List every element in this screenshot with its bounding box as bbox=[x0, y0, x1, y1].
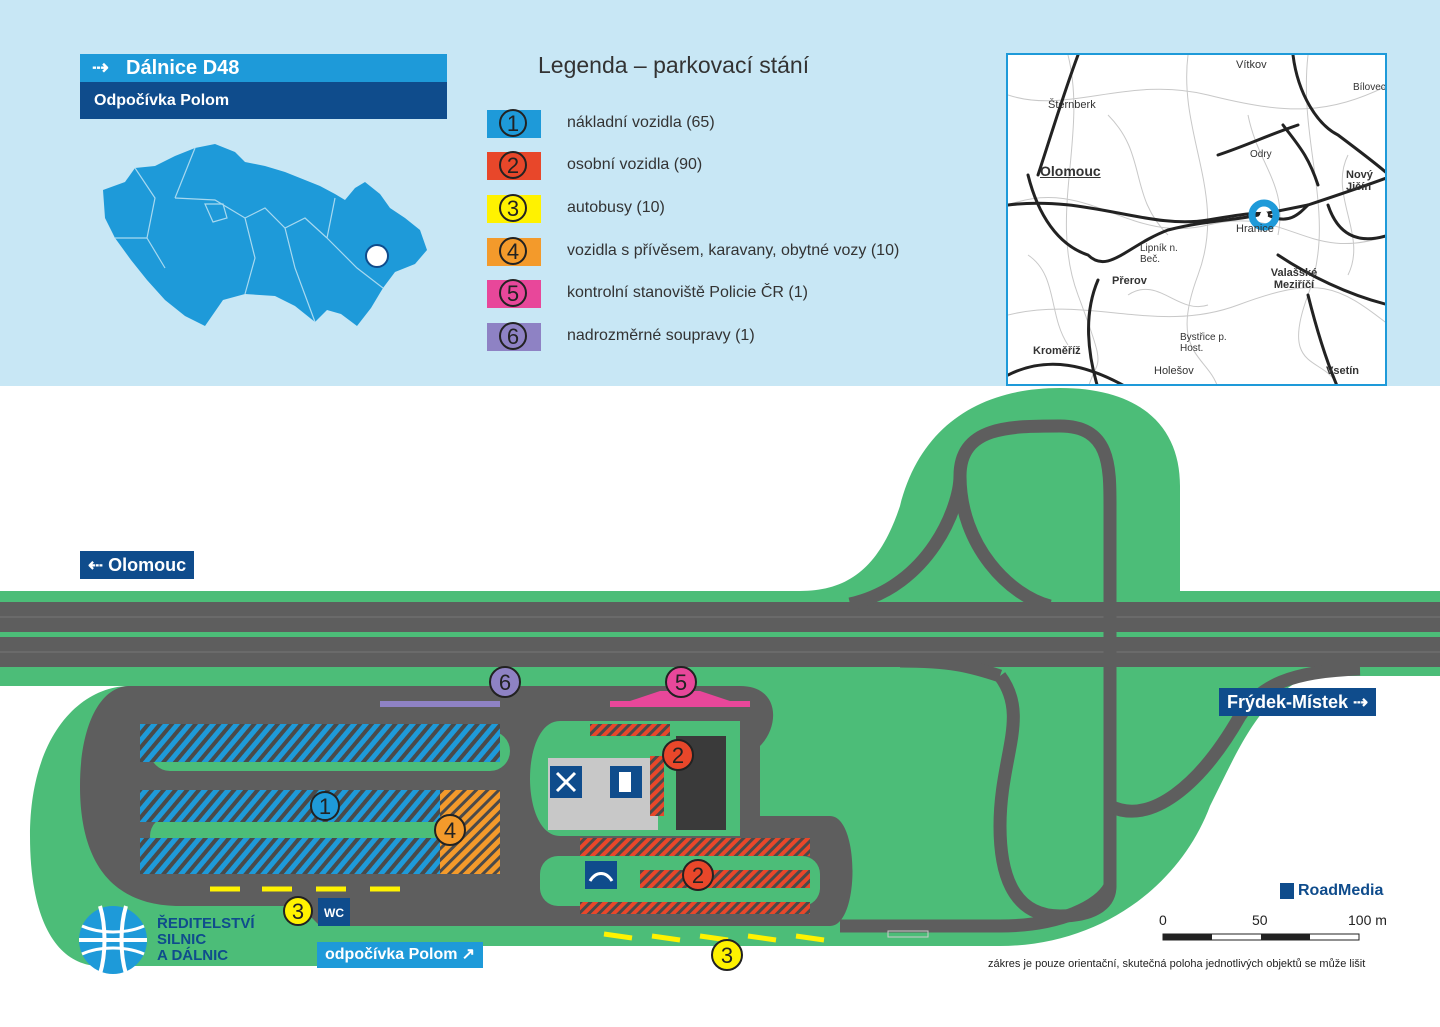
marker-4: 4 bbox=[444, 818, 456, 843]
arrow-left-icon: ⇠ bbox=[88, 555, 109, 575]
location-marker-icon bbox=[365, 244, 389, 268]
disclaimer-note: zákres je pouze orientační, skutečná pol… bbox=[988, 958, 1366, 970]
car-parking bbox=[590, 724, 670, 736]
wc-label: WC bbox=[324, 906, 344, 920]
place-label: Vítkov bbox=[1236, 59, 1267, 71]
place-label: Olomouc bbox=[1040, 163, 1101, 179]
scale-label: 50 bbox=[1252, 912, 1268, 928]
inset-road-map: Vítkov Bílovec Šternberk Odry Olomouc No… bbox=[1006, 53, 1387, 386]
scale-label: 0 bbox=[1159, 912, 1167, 928]
direction-sign-east: Frýdek-Místek ⇢ bbox=[1219, 688, 1377, 716]
place-label: Hranice bbox=[1236, 223, 1274, 235]
truck-parking bbox=[140, 790, 440, 822]
place-label: Bílovec bbox=[1353, 82, 1386, 93]
car-parking bbox=[640, 870, 810, 888]
place-label: Přerov bbox=[1112, 275, 1147, 287]
car-parking bbox=[580, 838, 810, 856]
marker-3: 3 bbox=[292, 899, 304, 924]
marker-5: 5 bbox=[675, 670, 687, 695]
place-label: Bystřice p. Host. bbox=[1180, 332, 1227, 354]
place-label: Odry bbox=[1250, 149, 1272, 160]
place-label: Holešov bbox=[1154, 365, 1194, 377]
logo-text: SILNIC bbox=[157, 931, 207, 948]
place-label: Lipník n. Beč. bbox=[1140, 243, 1178, 265]
marker-2: 2 bbox=[672, 743, 684, 768]
arrow-right-icon: ⇢ bbox=[1348, 692, 1369, 712]
roadmedia-brand: RoadMedia bbox=[1298, 882, 1384, 899]
wc-icon bbox=[318, 898, 350, 926]
road-header: ⇢ Dálnice D48 bbox=[80, 54, 447, 82]
road-title: Dálnice D48 bbox=[126, 57, 240, 79]
arrow-right-icon: ⇢ bbox=[92, 57, 109, 79]
place-label: Vsetín bbox=[1326, 365, 1360, 377]
place-label: Kroměříž bbox=[1033, 345, 1081, 357]
marker-1: 1 bbox=[319, 794, 331, 819]
marker-6: 6 bbox=[499, 670, 511, 695]
scale-label: 100 m bbox=[1348, 912, 1387, 928]
logo-text: ŘEDITELSTVÍ bbox=[157, 915, 255, 932]
legend-title: Legenda – parkovací stání bbox=[538, 52, 810, 78]
scale-bar bbox=[1162, 933, 1360, 941]
rest-area-title: Odpočívka Polom bbox=[94, 92, 230, 109]
car-parking bbox=[580, 902, 810, 914]
arrow-up-right-icon: ↗ bbox=[461, 946, 475, 963]
rest-area-header: Odpočívka Polom bbox=[80, 82, 447, 119]
marker-2: 2 bbox=[692, 863, 704, 888]
direction-sign-west: ⇠ Olomouc bbox=[80, 551, 195, 579]
car-parking bbox=[650, 756, 664, 816]
rsd-logo-icon bbox=[79, 905, 147, 975]
roadmedia-logo-icon bbox=[1280, 883, 1294, 899]
truck-parking bbox=[140, 724, 500, 762]
place-label: Valašské Meziříčí bbox=[1270, 267, 1318, 291]
logo-text: A DÁLNIC bbox=[157, 947, 229, 964]
rest-area-plan: WC 1 2 2 3 3 4 5 6 bbox=[0, 388, 1440, 975]
place-label: Šternberk bbox=[1048, 99, 1096, 111]
czech-map bbox=[103, 144, 427, 326]
rest-area-sign: odpočívka Polom ↗ bbox=[317, 942, 483, 968]
truck-parking bbox=[140, 838, 450, 874]
place-label: Nový Jičín bbox=[1346, 169, 1373, 193]
marker-3: 3 bbox=[721, 943, 733, 968]
